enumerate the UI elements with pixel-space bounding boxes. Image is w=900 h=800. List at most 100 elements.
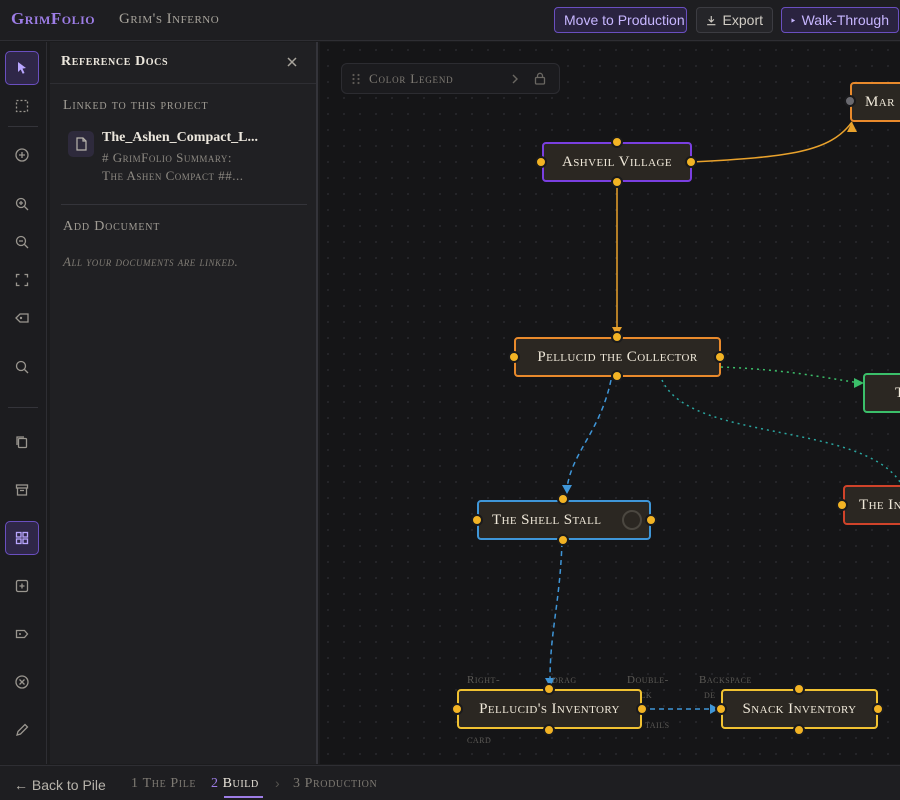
fit-view-icon	[15, 273, 29, 287]
node-handle[interactable]	[636, 703, 648, 715]
copy-button[interactable]	[5, 425, 39, 459]
hint-text: de	[704, 689, 716, 701]
top-bar: GrimFolio Grim's Inferno Move to Product…	[0, 0, 900, 41]
linked-document-name[interactable]: The_Ashen_Compact_L...	[102, 130, 258, 145]
color-legend[interactable]: Color Legend	[341, 63, 560, 94]
edit-button[interactable]	[5, 713, 39, 747]
add-card-button[interactable]	[5, 569, 39, 603]
node-handle[interactable]	[872, 703, 884, 715]
arrow-head	[545, 678, 555, 687]
select-box-tool-button[interactable]	[5, 89, 39, 123]
hint-text: drag	[552, 674, 577, 686]
close-icon[interactable]	[284, 54, 300, 70]
story-canvas[interactable]: Color Legend Right- card drag Double- ck…	[320, 42, 900, 764]
document-icon	[68, 131, 94, 157]
search-button[interactable]	[5, 350, 39, 384]
hint-text: ck	[640, 689, 653, 701]
lock-icon[interactable]	[534, 72, 546, 85]
node-handle[interactable]	[836, 499, 848, 511]
node-handle[interactable]	[471, 514, 483, 526]
add-node-button[interactable]	[5, 138, 39, 172]
node-handle[interactable]	[451, 703, 463, 715]
pointer-icon	[18, 62, 26, 74]
walk-through-button[interactable]: Walk-Through	[781, 7, 899, 33]
edge-ashveil-mar	[690, 121, 853, 163]
zoom-out-button[interactable]	[5, 225, 39, 259]
zoom-out-icon	[15, 235, 29, 249]
step-label: The Pile	[142, 776, 197, 791]
story-node[interactable]: Snack Inventory	[721, 689, 878, 729]
eraser-icon	[15, 313, 29, 323]
active-step-indicator	[224, 796, 263, 798]
node-handle[interactable]	[793, 683, 805, 695]
zoom-in-button[interactable]	[5, 187, 39, 221]
hint-text: Backspace	[699, 674, 752, 686]
node-handle[interactable]	[543, 724, 555, 736]
node-handle[interactable]	[645, 514, 657, 526]
play-icon	[791, 17, 796, 23]
toolbar-divider	[8, 407, 38, 408]
copy-icon	[16, 436, 28, 449]
back-to-pile-link[interactable]: ← Back to Pile	[14, 777, 106, 793]
archive-button[interactable]	[5, 473, 39, 507]
project-title: Grim's Inferno	[119, 11, 220, 27]
app-title: GrimFolio	[11, 9, 96, 28]
node-label: Pellucid the Collector	[537, 348, 698, 365]
step-separator: ›	[275, 775, 280, 791]
edge-pellucid-shell	[566, 379, 612, 489]
node-handle[interactable]	[557, 493, 569, 505]
export-button[interactable]: Export	[696, 7, 773, 33]
walk-through-label: Walk-Through	[801, 12, 889, 28]
step-label: Production	[304, 776, 378, 791]
step-number: 1	[131, 776, 139, 791]
story-node[interactable]: Pellucid's Inventory	[457, 689, 642, 729]
arrow-head	[854, 378, 864, 388]
node-handle[interactable]	[611, 176, 623, 188]
divider	[61, 204, 307, 205]
step-label: Build	[222, 776, 259, 791]
story-node[interactable]: Pellucid the Collector	[514, 337, 721, 377]
node-handle[interactable]	[715, 703, 727, 715]
node-handle[interactable]	[535, 156, 547, 168]
panel-title: Reference Docs	[61, 54, 169, 69]
move-to-production-button[interactable]: Move to Production	[554, 7, 687, 33]
label-button[interactable]	[5, 617, 39, 651]
node-handle[interactable]	[685, 156, 697, 168]
step-number: 2	[211, 776, 219, 791]
node-handle[interactable]	[611, 331, 623, 343]
drag-handle-icon[interactable]	[351, 73, 361, 85]
node-handle[interactable]	[793, 724, 805, 736]
tag-button[interactable]	[5, 301, 39, 335]
story-node[interactable]: Ashveil Village	[542, 142, 692, 182]
story-node[interactable]: The In	[843, 485, 900, 525]
toolbar-divider	[8, 126, 38, 127]
story-node[interactable]: Mar	[850, 82, 900, 122]
arrow-head	[562, 485, 572, 494]
export-label: Export	[722, 12, 763, 28]
story-node[interactable]: T	[863, 373, 900, 413]
node-handle[interactable]	[508, 351, 520, 363]
node-handle[interactable]	[543, 683, 555, 695]
remove-button[interactable]	[5, 665, 39, 699]
fit-view-button[interactable]	[5, 263, 39, 297]
pencil-icon	[16, 723, 29, 736]
node-handle[interactable]	[611, 136, 623, 148]
chevron-right-icon[interactable]	[511, 73, 519, 85]
pointer-tool-button[interactable]	[5, 51, 39, 85]
node-handle[interactable]	[714, 351, 726, 363]
add-card-icon	[15, 579, 29, 593]
grid-view-button[interactable]	[5, 521, 39, 555]
node-label: Pellucid's Inventory	[479, 700, 620, 717]
node-handle[interactable]	[844, 95, 856, 107]
node-handle[interactable]	[557, 534, 569, 546]
step-number: 3	[293, 776, 301, 791]
left-toolbar	[0, 42, 47, 764]
all-linked-message: All your documents are linked.	[63, 254, 239, 269]
node-handle[interactable]	[611, 370, 623, 382]
document-preview-line: # GrimFolio Summary:	[102, 150, 232, 165]
edge-shell-inventory	[549, 541, 563, 681]
add-document-heading[interactable]: Add Document	[63, 219, 161, 234]
